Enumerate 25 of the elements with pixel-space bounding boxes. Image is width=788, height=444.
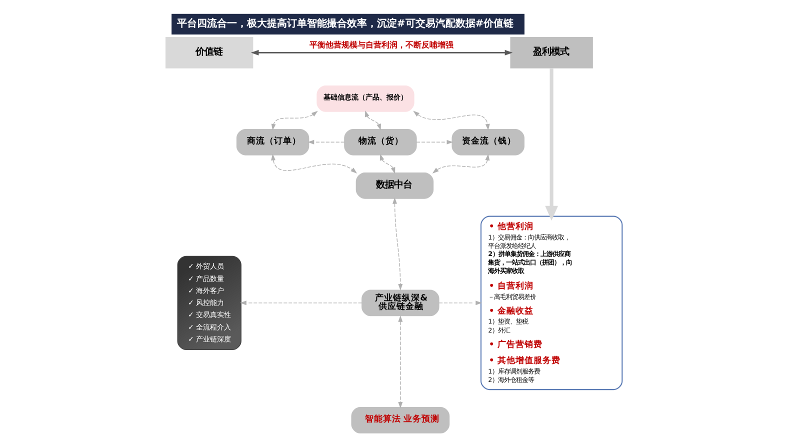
node-box: 产业链纵深&供应链金融 xyxy=(362,290,440,316)
arrow xyxy=(365,110,381,130)
arrow xyxy=(432,154,490,174)
arrow xyxy=(271,154,358,174)
node-box: 商流（订单） xyxy=(236,128,310,156)
arrow xyxy=(392,197,403,290)
arrow xyxy=(240,300,362,306)
arrow xyxy=(380,154,396,174)
node-box: 基础信息流（产品、报价） xyxy=(316,85,414,112)
node-box: ✓ 外贸人员 ✓ 产品数量 ✓ 海外客户 ✓ 风控能力 ✓ 交易真实性 ✓ 全流程介入 ✓ 产业链深度 xyxy=(177,256,242,350)
node-box: 盈利模式 xyxy=(510,36,593,68)
node-box: 价值链 xyxy=(166,36,254,68)
arrow xyxy=(308,140,345,144)
node-box: 物流（货） xyxy=(344,128,417,156)
arrow xyxy=(438,300,482,306)
arrow xyxy=(545,68,558,221)
diagram-title: 平台四流合一，极大提高订单智能撮合效率，沉淀#可交易汽配数据#价值链 xyxy=(176,18,514,30)
arrow xyxy=(250,50,513,56)
node-box: 资金流（钱） xyxy=(452,128,524,156)
arrow xyxy=(271,110,318,130)
arrow xyxy=(413,110,490,130)
arrow xyxy=(416,140,454,144)
node-box: 数据中台 xyxy=(356,172,434,199)
node-box: 智能算法 业务预测 xyxy=(351,407,450,434)
arrow xyxy=(398,315,403,408)
